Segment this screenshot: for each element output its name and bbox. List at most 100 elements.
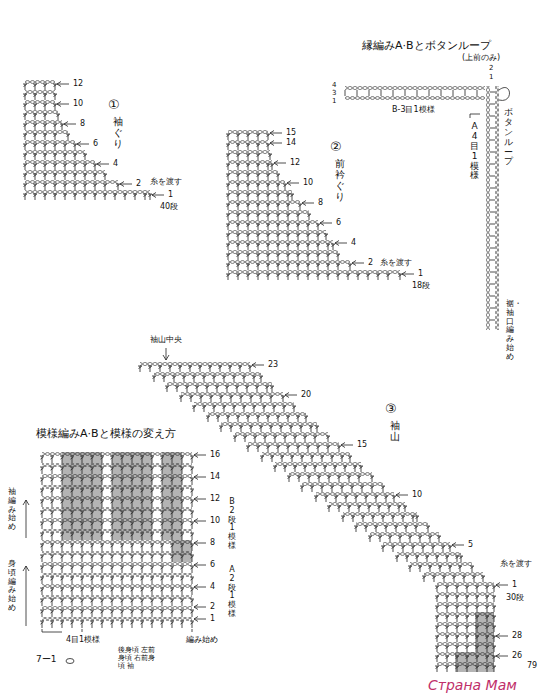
note: 糸を渡す (500, 560, 532, 569)
chain-row (437, 602, 494, 606)
chain-row (42, 474, 192, 478)
chain-row (25, 140, 75, 144)
note: 袖編み始め (8, 488, 16, 532)
row-number: 1 (489, 74, 493, 82)
chain-row (316, 492, 394, 496)
chain-row (289, 472, 372, 476)
chain-row (181, 392, 283, 396)
chain-row (25, 100, 55, 104)
chain-row (228, 190, 292, 194)
chain-row (228, 130, 268, 134)
row-number: 1 (512, 581, 517, 590)
note: (上前のみ) (462, 54, 500, 63)
row-number: 16 (210, 451, 220, 460)
row-number: 2 (210, 603, 215, 612)
row-count: 30段 (506, 594, 524, 603)
chart-title: 袖山 (390, 420, 400, 442)
chain-row (42, 551, 192, 555)
chain-row (42, 485, 192, 489)
row-count: 18段 (412, 282, 430, 291)
chain-row (228, 150, 270, 154)
row-number: 10 (412, 491, 422, 500)
symbol-key: 7ー1 (36, 655, 56, 665)
stitch-strokes (23, 82, 510, 673)
chain-row (383, 542, 450, 546)
chain-row (437, 612, 494, 616)
chain-row (25, 160, 95, 164)
chart-number: ② (330, 140, 342, 154)
chain-row (228, 230, 326, 234)
note: 糸を渡す (380, 259, 412, 268)
chain-row (42, 540, 192, 544)
row-number: 1 (168, 191, 173, 200)
note: 袖山中央 (150, 336, 182, 345)
chain-column (495, 86, 499, 330)
row-number: 8 (210, 539, 215, 548)
chain-row (140, 362, 250, 366)
section-title: 模様編みA·Bと模様の変え方 (36, 428, 176, 440)
chain-row (154, 372, 261, 376)
chain-row (228, 220, 318, 224)
chain-row (42, 595, 192, 599)
part-name: ボタンループ (504, 108, 513, 167)
chain-row (194, 402, 294, 406)
note: 糸を渡す (150, 178, 182, 187)
chain-row (221, 422, 317, 426)
row-number: 12 (290, 159, 300, 168)
chain-row (228, 210, 309, 214)
chain-symbol (66, 659, 74, 664)
chain-row (228, 160, 272, 164)
chain-row (370, 532, 439, 536)
chain-row (25, 120, 62, 124)
row-number: 8 (80, 120, 85, 129)
chain-row (437, 632, 494, 636)
chain-row (42, 606, 192, 610)
row-number: 6 (210, 561, 215, 570)
chain-row (437, 592, 494, 596)
chain-row (42, 573, 192, 577)
section-title: 縁編みA·Bとボタンループ (362, 40, 491, 52)
chain-row (437, 642, 494, 646)
chain-row (228, 200, 300, 204)
row-number: 15 (286, 129, 296, 138)
repeat-note: A 4目1模様 (470, 122, 479, 181)
row-number: 12 (210, 495, 220, 504)
chain-row (228, 180, 285, 184)
chain-row (42, 452, 192, 456)
row-number: 14 (286, 139, 296, 148)
chart-number: ③ (385, 402, 397, 416)
row-count: 40段 (160, 203, 178, 212)
chain-row (42, 496, 192, 500)
row-number: 15 (357, 441, 367, 450)
chain-row (437, 662, 494, 666)
chain-row (42, 463, 192, 467)
chain-row (437, 652, 494, 656)
repeat-note: B 2段1模様 (228, 498, 236, 551)
chain-row (437, 622, 494, 626)
chart-title: 袖ぐり (113, 116, 123, 149)
chain-row (42, 584, 192, 588)
chain-row (235, 432, 328, 436)
chain-row (167, 382, 272, 386)
repeat-note: B-3目1模様 (392, 106, 435, 115)
chain-row (25, 80, 55, 84)
chain-row (42, 562, 192, 566)
row-number: 4 (210, 583, 215, 592)
row-number: 10 (210, 517, 220, 526)
row-number: 4 (332, 82, 336, 90)
chain-row (345, 96, 485, 100)
chain-row (42, 518, 192, 522)
part-name: 後身頃 左前身頃 右前身頃 袖 (118, 646, 162, 670)
chain-row (302, 482, 383, 486)
repeat-note: 4目1模様 (66, 636, 100, 645)
row-number: 2 (368, 259, 373, 268)
chain-row (25, 130, 68, 134)
chain-row (262, 452, 350, 456)
chain-row (343, 512, 417, 516)
row-number: 28 (512, 632, 522, 641)
chain-row (228, 240, 333, 244)
row-number: 14 (210, 473, 220, 482)
chain-row (228, 260, 350, 264)
